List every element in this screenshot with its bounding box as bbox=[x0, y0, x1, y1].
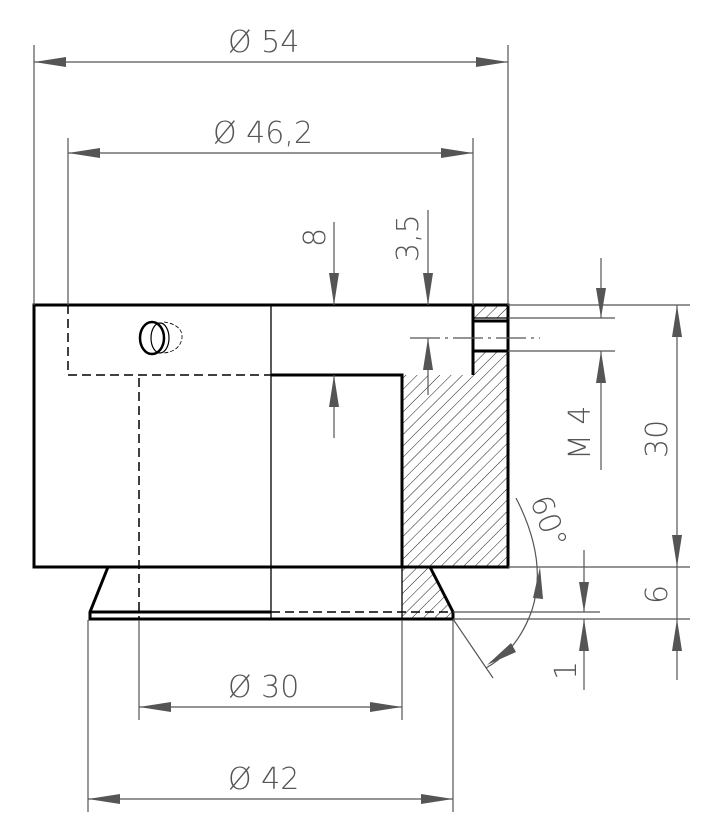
dim-diameter-30: Ø 30 bbox=[228, 670, 299, 705]
dim-diameter-54: Ø 54 bbox=[228, 25, 299, 60]
dimension-lines bbox=[34, 57, 682, 804]
dim-height-1: 1 bbox=[549, 661, 584, 680]
screw-hole-icon bbox=[138, 320, 183, 356]
dim-depth-8: 8 bbox=[298, 228, 333, 247]
dim-height-30: 30 bbox=[640, 420, 675, 458]
dim-diameter-42: Ø 42 bbox=[228, 762, 299, 797]
extension-lines bbox=[33, 45, 690, 812]
dim-angle-60: 60° bbox=[522, 491, 573, 553]
section-hatching bbox=[402, 305, 508, 619]
hidden-lines bbox=[67, 305, 453, 620]
dim-diameter-46-2: Ø 46,2 bbox=[213, 116, 313, 151]
dim-offset-3-5: 3,5 bbox=[391, 214, 426, 262]
dim-thread-m4: M 4 bbox=[563, 405, 598, 460]
dim-height-6: 6 bbox=[640, 585, 675, 604]
